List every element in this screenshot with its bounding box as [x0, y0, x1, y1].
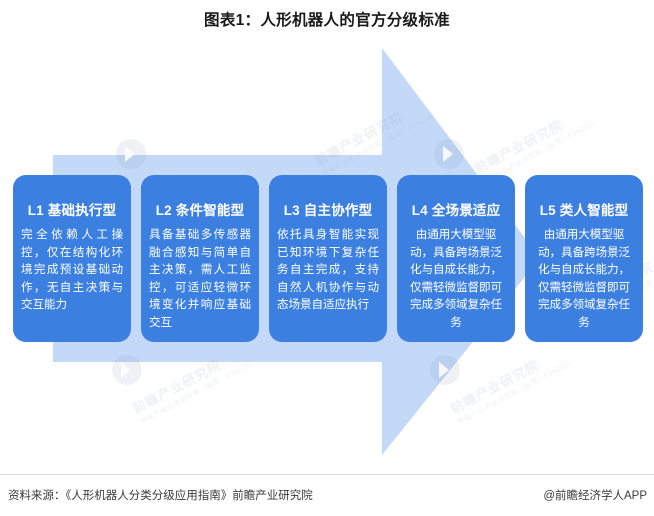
footer-divider — [0, 474, 654, 475]
watermark-logo — [434, 139, 464, 169]
level-card-description: 依托具身智能实现已知环境下复杂任务自主完成，支持自然人机协作与动态场景自适应执行 — [277, 228, 379, 311]
level-card-heading: L5 类人智能型 — [539, 203, 629, 218]
watermark-logo — [116, 139, 146, 169]
level-card-l5[interactable]: L5 类人智能型 由通用大模型驱动，具备跨场景泛化与自成长能力，仅需轻微监督即可… — [525, 175, 643, 342]
level-card-l4[interactable]: L4 全场景适应 由通用大模型驱动，具备跨场景泛化与自成长能力，仅需轻微监督即可… — [397, 175, 515, 342]
level-card-description: 由通用大模型驱动，具备跨场景泛化与自成长能力，仅需轻微监督即可完成多领域复杂任务 — [410, 228, 502, 329]
level-card-heading: L4 全场景适应 — [411, 203, 501, 218]
watermark-text: 前瞻产业研究院 中国产业咨询领导者（股票：839599） — [130, 357, 259, 427]
watermark-logo — [430, 355, 460, 385]
level-card-heading: L2 条件智能型 — [155, 203, 245, 218]
watermark-logo — [112, 355, 142, 385]
level-card-heading: L3 自主协作型 — [283, 203, 373, 218]
level-card-description: 完全依赖人工操控，仅在结构化环境完成预设基础动作，无自主决策与交互能力 — [21, 228, 123, 311]
level-card-l2[interactable]: L2 条件智能型 具备基础多传感器融合感知与简单自主决策，需人工监控，可适应轻微… — [141, 175, 259, 342]
watermark-text: 前瞻产业研究院 中国产业咨询领导者（股票：839599） — [312, 109, 441, 179]
level-card-description: 具备基础多传感器融合感知与简单自主决策，需人工监控，可适应轻微环境变化并响应基础… — [149, 228, 251, 329]
chart-title: 图表1：人形机器人的官方分级标准 — [204, 12, 450, 29]
watermark-text: 前瞻产业研究院 中国产业咨询领导者（股票：839599） — [448, 357, 577, 427]
level-card-l1[interactable]: L1 基础执行型 完全依赖人工操控，仅在结构化环境完成预设基础动作，无自主决策与… — [13, 175, 131, 342]
source-text: 资料来源：《人形机器人分类分级应用指南》前瞻产业研究院 — [8, 490, 313, 502]
app-credit: @前瞻经济学人APP — [543, 490, 647, 502]
level-card-description: 由通用大模型驱动，具备跨场景泛化与自成长能力，仅需轻微监督即可完成多领域复杂任务 — [538, 228, 630, 329]
watermark-text: 前瞻产业研究院 中国产业咨询领导者（股票：839599） — [472, 117, 601, 187]
level-card-heading: L1 基础执行型 — [27, 203, 117, 218]
level-card-l3[interactable]: L3 自主协作型 依托具身智能实现已知环境下复杂任务自主完成，支持自然人机协作与… — [269, 175, 387, 342]
